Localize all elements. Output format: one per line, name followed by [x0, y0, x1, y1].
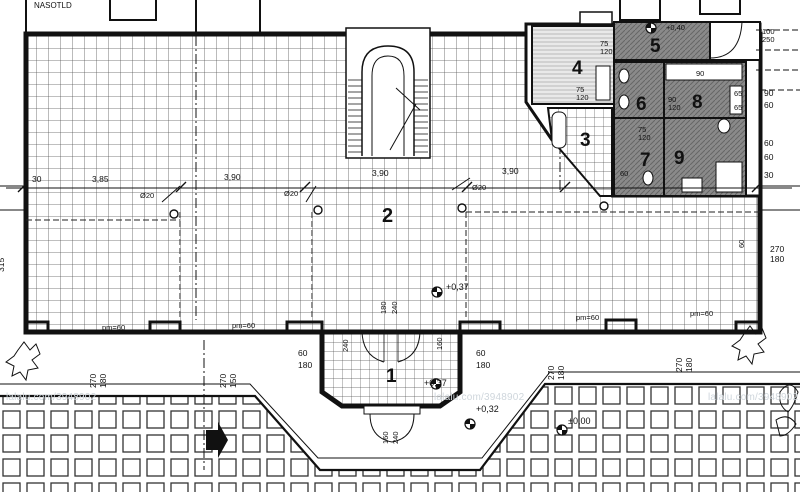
entry-porch — [319, 328, 463, 443]
dim-span-3: 3,90 — [372, 168, 389, 178]
room-label-3: 3 — [580, 130, 591, 151]
service-block — [524, 21, 762, 198]
dimension-labels: 30 3,85 3,90 3,90 3,90 30 315 Ø20 Ø20 Ø2… — [0, 1, 784, 444]
dim-left-step-bottom: 180 — [298, 360, 312, 370]
dim-span-1: 3,85 — [92, 174, 109, 184]
room-label-5: 5 — [650, 36, 661, 57]
room-label-7: 7 — [640, 150, 651, 171]
dim-wet-10: 65 — [734, 103, 742, 112]
dim-stair-opening-top: 180 — [379, 301, 388, 314]
room-label-4: 4 — [572, 58, 583, 79]
dim-wet-1-bottom: 120 — [600, 47, 613, 56]
dim-wet-2-top: 75 — [576, 85, 584, 94]
dim-diam-2: Ø20 — [284, 189, 298, 198]
dim-entry-top: 240 — [341, 339, 350, 352]
dim-pm-1: pm=60 — [102, 323, 125, 332]
entrance-arrow-icon — [203, 340, 228, 470]
dim-wet-5: 90 — [764, 88, 774, 98]
room-label-1: 1 — [386, 366, 397, 387]
dim-wet-11: 60 — [764, 152, 774, 162]
watermark-left: lalalu.com/3948902 — [6, 392, 97, 403]
dim-right-step-top: 60 — [476, 348, 486, 358]
dim-right-opening-bottom: 180 — [770, 254, 784, 264]
level-marker-fill — [557, 425, 567, 435]
plant-icon — [5, 325, 799, 437]
dim-pm-4: pm=60 — [690, 309, 713, 318]
staircase — [345, 27, 431, 159]
dim-win-c-bottom: 180 — [556, 366, 566, 380]
dim-left-step-top: 60 — [298, 348, 308, 358]
dim-right-edge: 30 — [764, 170, 774, 180]
level-ground: ±0,00 — [568, 416, 590, 426]
dim-win-a-bottom: 180 — [98, 374, 108, 388]
dim-win-b-bottom: 150 — [228, 374, 238, 388]
dim-wet-6: 60 — [764, 100, 774, 110]
dim-wet-4-bottom: 120 — [638, 133, 651, 142]
dim-wet-1-top: 75 — [600, 39, 608, 48]
level-marker-fill — [465, 419, 475, 429]
level-marker-fill — [432, 287, 442, 297]
watermark: lalalu.com/3948902 lalalu.com/3948902 la… — [6, 392, 799, 403]
floor-drains — [161, 177, 609, 219]
watermark-center: lalalu.com/3948902 — [434, 392, 525, 403]
dim-win-d-bottom: 180 — [684, 358, 694, 372]
dim-stair-opening-bottom: 240 — [390, 301, 399, 314]
watermark-right: lalalu.com/3948902 — [708, 392, 799, 403]
dim-wet-12: 60 — [620, 169, 628, 178]
room-label-9: 9 — [674, 148, 685, 169]
dim-lower-door-bottom: 240 — [391, 431, 400, 444]
room-labels: 2 1 3 4 5 6 7 8 9 — [382, 36, 703, 387]
outdoor-paving — [0, 371, 800, 492]
dim-span-2: 3,90 — [224, 172, 241, 182]
level-wet: +0,40 — [666, 23, 685, 32]
room-label-6: 6 — [636, 94, 647, 115]
dim-win-d-top: 270 — [674, 358, 684, 372]
level-marker-fill — [431, 379, 441, 389]
dim-right-col: 60 — [737, 240, 746, 248]
dim-win-c-top: 270 — [546, 366, 556, 380]
room-label-8: 8 — [692, 92, 703, 113]
dim-wet-3-top: 90 — [668, 95, 676, 104]
level-marker-fill — [646, 23, 656, 33]
dim-wet-2-bottom: 120 — [576, 93, 589, 102]
dim-left-edge: 30 — [32, 174, 42, 184]
dim-wet-13: 90 — [696, 69, 704, 78]
dim-win-a-top: 270 — [88, 374, 98, 388]
level-labels: +0,37 +0,37 +0,40 +0,32 ±0,00 — [424, 23, 685, 426]
top-label: NASOTLD — [34, 1, 72, 10]
dim-entry-bottom: 160 — [435, 337, 444, 350]
dim-left-height: 315 — [0, 258, 6, 272]
dim-wet-8-top: 100 — [762, 27, 775, 36]
dim-wet-7: 60 — [764, 138, 774, 148]
dim-span-4: 3,90 — [502, 166, 519, 176]
dim-wet-3-bottom: 120 — [668, 103, 681, 112]
dim-pm-3: pm=60 — [576, 313, 599, 322]
dim-diam-1: Ø20 — [140, 191, 154, 200]
level-entry: +0,37 — [424, 378, 447, 388]
dim-diam-3: Ø20 — [472, 183, 486, 192]
dim-lower-door-top: 160 — [381, 431, 390, 444]
top-structure — [0, 0, 800, 211]
dim-right-opening-top: 270 — [770, 244, 784, 254]
dim-wet-9: 65 — [734, 89, 742, 98]
room-label-2: 2 — [382, 205, 393, 227]
dim-pm-2: pm=60 — [232, 321, 255, 330]
dimension-chain — [6, 181, 792, 193]
dim-wet-4-top: 75 — [638, 125, 646, 134]
dim-win-b-top: 270 — [218, 374, 228, 388]
level-walk: +0,32 — [476, 404, 499, 414]
level-main: +0,37 — [446, 282, 469, 292]
dim-right-step-bottom: 180 — [476, 360, 490, 370]
dim-wet-8-bottom: 250 — [762, 35, 775, 44]
level-markers — [430, 22, 657, 436]
